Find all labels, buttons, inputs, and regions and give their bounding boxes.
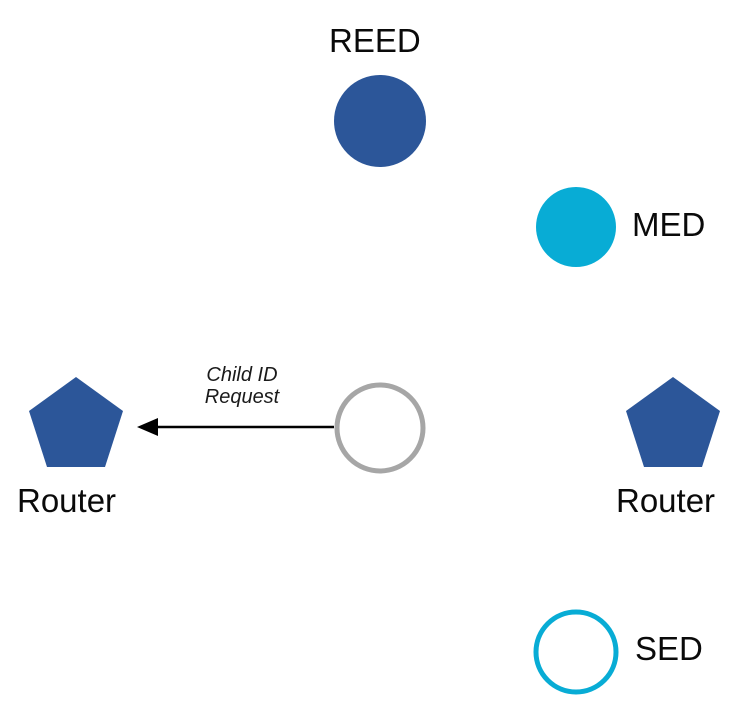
node-router-right-shape[interactable] — [626, 377, 720, 467]
node-joiner-shape[interactable] — [334, 382, 426, 474]
node-sed-shape[interactable] — [533, 609, 619, 695]
node-router-left-shape[interactable] — [29, 377, 123, 467]
node-label-sed: SED — [635, 630, 703, 667]
edge-child-id-request-arrow[interactable] — [137, 418, 334, 436]
edge-label-line-1: Child ID — [206, 364, 278, 386]
node-med-shape[interactable] — [536, 187, 616, 267]
edge-child-id-request-arrowhead — [137, 418, 158, 436]
node-label-reed: REED — [329, 22, 421, 59]
node-label-router-left: Router — [17, 482, 117, 519]
node-reed-shape[interactable] — [334, 75, 426, 167]
edge-label-child-id-request: Child ID Request — [184, 364, 300, 409]
edge-label-line-2: Request — [204, 386, 280, 409]
node-label-router-right: Router — [616, 482, 716, 519]
node-label-med: MED — [632, 206, 706, 243]
